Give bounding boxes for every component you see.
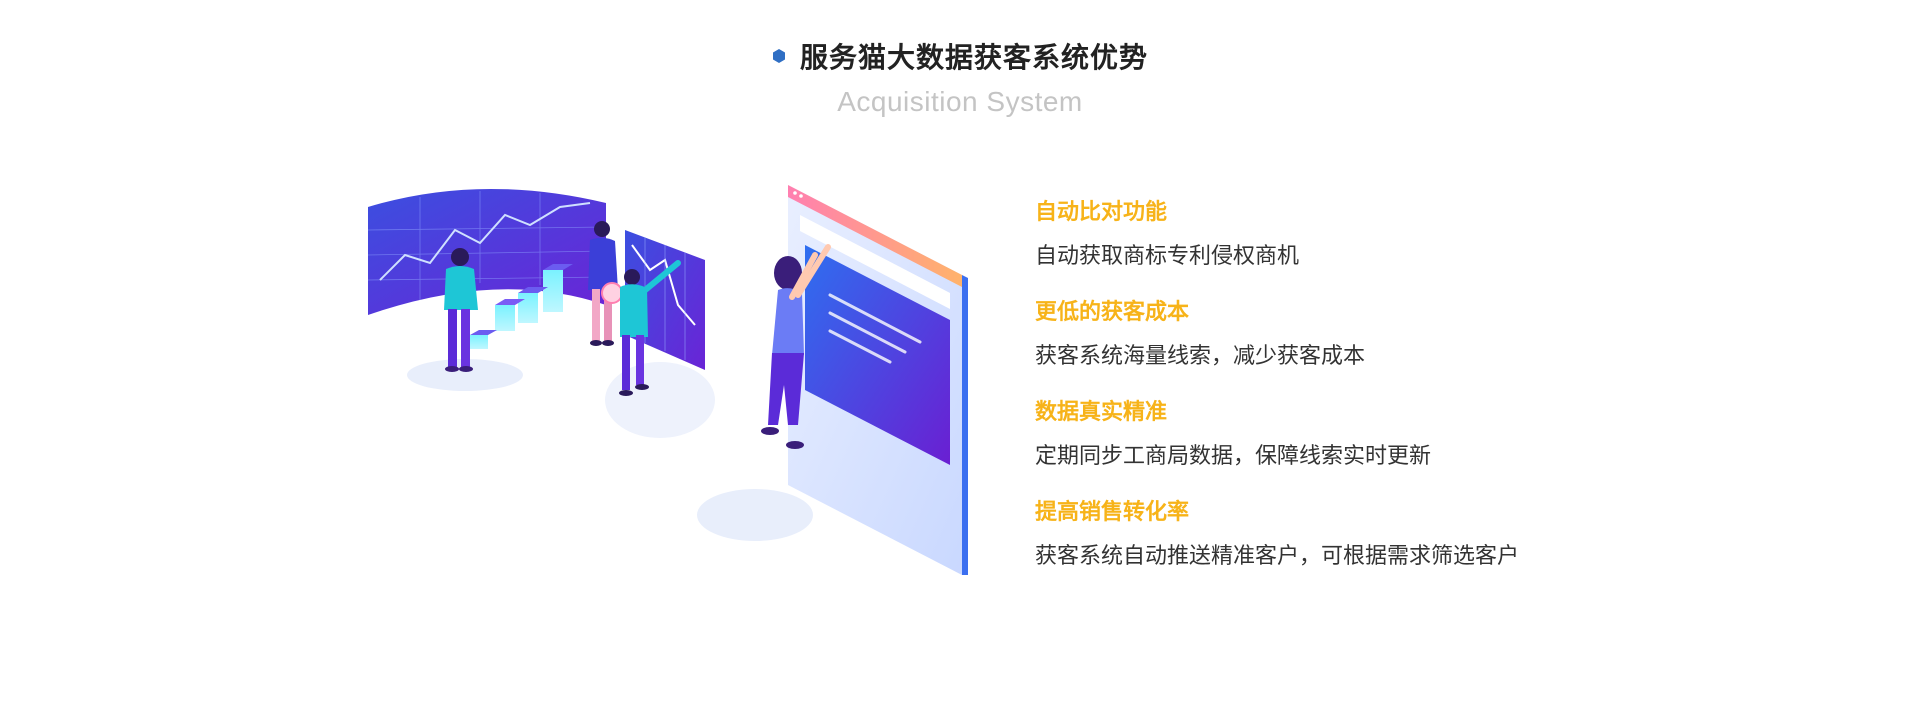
floor-shadow — [407, 359, 523, 391]
feature-item: 提高销售转化率 获客系统自动推送精准客户，可根据需求筛选客户 — [1035, 498, 1595, 572]
chart-line — [379, 202, 591, 281]
browser-topbar — [788, 185, 962, 287]
person-presenter — [619, 260, 681, 396]
feature-title: 提高销售转化率 — [1035, 500, 1190, 525]
hexagon-icon — [772, 49, 785, 63]
person-manager — [588, 221, 623, 346]
feature-title: 更低的获客成本 — [1035, 300, 1190, 325]
feature-list: 自动比对功能 自动获取商标专利侵权商机 更低的获客成本 获客系统海量线索，减少获… — [1035, 198, 1595, 598]
feature-item: 自动比对功能 自动获取商标专利侵权商机 — [1035, 198, 1595, 272]
page-subtitle: Acquisition System — [837, 86, 1083, 117]
person-analyst — [444, 248, 478, 372]
team-analytics-illustration — [367, 185, 968, 575]
bar-blocks — [470, 264, 573, 349]
floor-shadow — [697, 489, 813, 541]
feature-item: 数据真实精准 定期同步工商局数据，保障线索实时更新 — [1035, 398, 1595, 472]
page-title: 服务猫大数据获客系统优势 — [799, 41, 1148, 74]
person-user — [761, 244, 831, 449]
title-row: 服务猫大数据获客系统优势 — [772, 36, 1148, 76]
search-bar — [800, 215, 950, 309]
feature-title: 数据真实精准 — [1035, 400, 1168, 425]
feature-title: 自动比对功能 — [1035, 200, 1168, 225]
feature-description: 自动获取商标专利侵权商机 — [1035, 244, 1300, 269]
floor-shadow — [605, 362, 715, 438]
feature-description: 定期同步工商局数据，保障线索实时更新 — [1035, 444, 1432, 469]
feature-description: 获客系统自动推送精准客户，可根据需求筛选客户 — [1035, 544, 1520, 569]
feature-item: 更低的获客成本 获客系统海量线索，减少获客成本 — [1035, 298, 1595, 372]
feature-description: 获客系统海量线索，减少获客成本 — [1035, 344, 1366, 369]
section-header: 服务猫大数据获客系统优势 Acquisition System — [0, 36, 1920, 118]
